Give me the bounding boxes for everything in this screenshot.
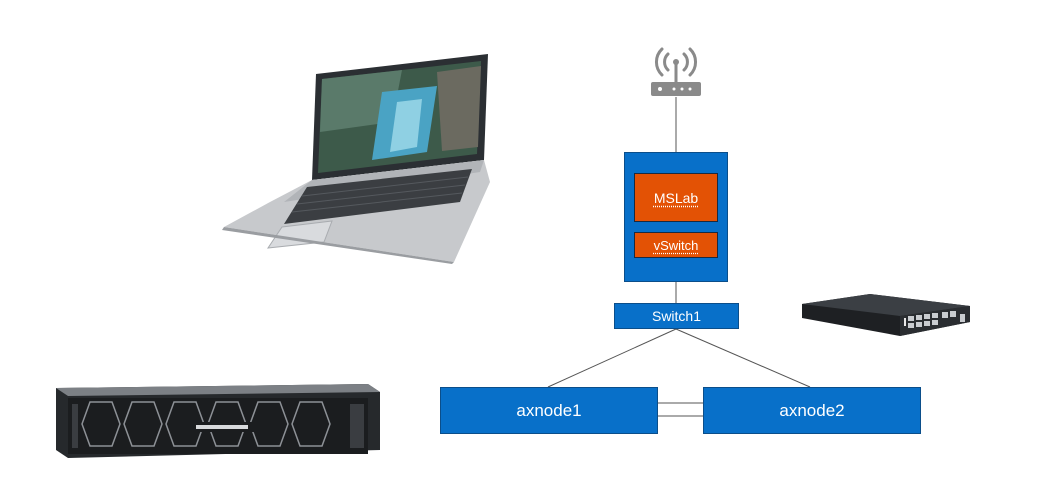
wifi-router-icon: [651, 47, 701, 96]
axnode2-box: axnode2: [703, 387, 921, 434]
network-switch-image: [802, 294, 970, 336]
rack-server-image: [56, 384, 380, 458]
laptop-image: [222, 54, 490, 264]
axnode1-box: axnode1: [440, 387, 658, 434]
switch-to-axnode1-line: [547, 328, 677, 388]
switch1-box: Switch1: [614, 303, 739, 329]
vswitch-box: vSwitch: [634, 232, 718, 258]
switch-to-axnode2-line: [675, 328, 811, 388]
mslab-box: MSLab: [634, 173, 718, 222]
